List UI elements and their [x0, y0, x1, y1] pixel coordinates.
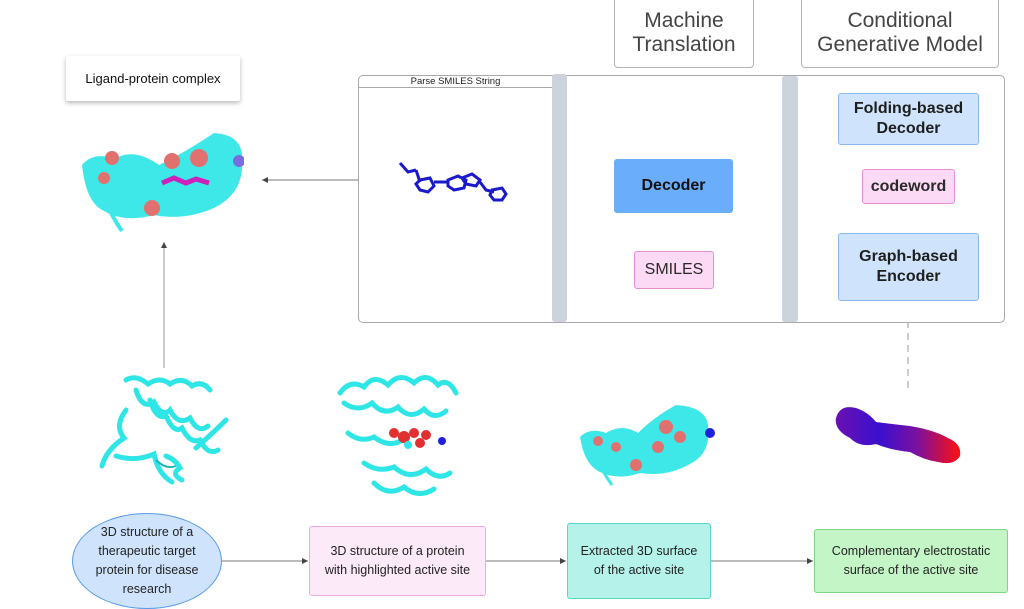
active-site-surface-image — [580, 405, 715, 486]
header-conditional-generative-model: Conditional Generative Model — [801, 0, 999, 68]
parse-smiles-header: Parse SMILES String — [359, 76, 552, 88]
codeword-node[interactable]: codeword — [862, 169, 955, 204]
protein-ribbon-image — [99, 375, 229, 485]
pipeline-node-target-protein[interactable]: 3D structure of a therapeutic target pro… — [72, 513, 222, 609]
decoder-node[interactable]: Decoder — [614, 159, 733, 213]
pipeline-node-electrostatic-surface[interactable]: Complementary electrostatic surface of t… — [814, 529, 1008, 593]
header-machine-translation: Machine Translation — [614, 0, 754, 68]
parsed-molecule-image — [398, 162, 508, 202]
ligand-complex-label: Ligand-protein complex — [66, 56, 240, 101]
electrostatic-surface-image — [835, 407, 961, 464]
panel-divider-left — [552, 74, 567, 322]
ligand-complex-image — [82, 133, 244, 233]
protein-active-site-image — [337, 375, 459, 496]
pipeline-node-active-site-protein[interactable]: 3D structure of a protein with highlight… — [309, 526, 486, 596]
panel-divider-right — [782, 76, 798, 322]
graph-encoder-node[interactable]: Graph-based Encoder — [838, 233, 979, 301]
smiles-node[interactable]: SMILES — [634, 251, 714, 289]
pipeline-node-extracted-surface[interactable]: Extracted 3D surface of the active site — [567, 523, 711, 599]
folding-decoder-node[interactable]: Folding-based Decoder — [838, 93, 979, 145]
